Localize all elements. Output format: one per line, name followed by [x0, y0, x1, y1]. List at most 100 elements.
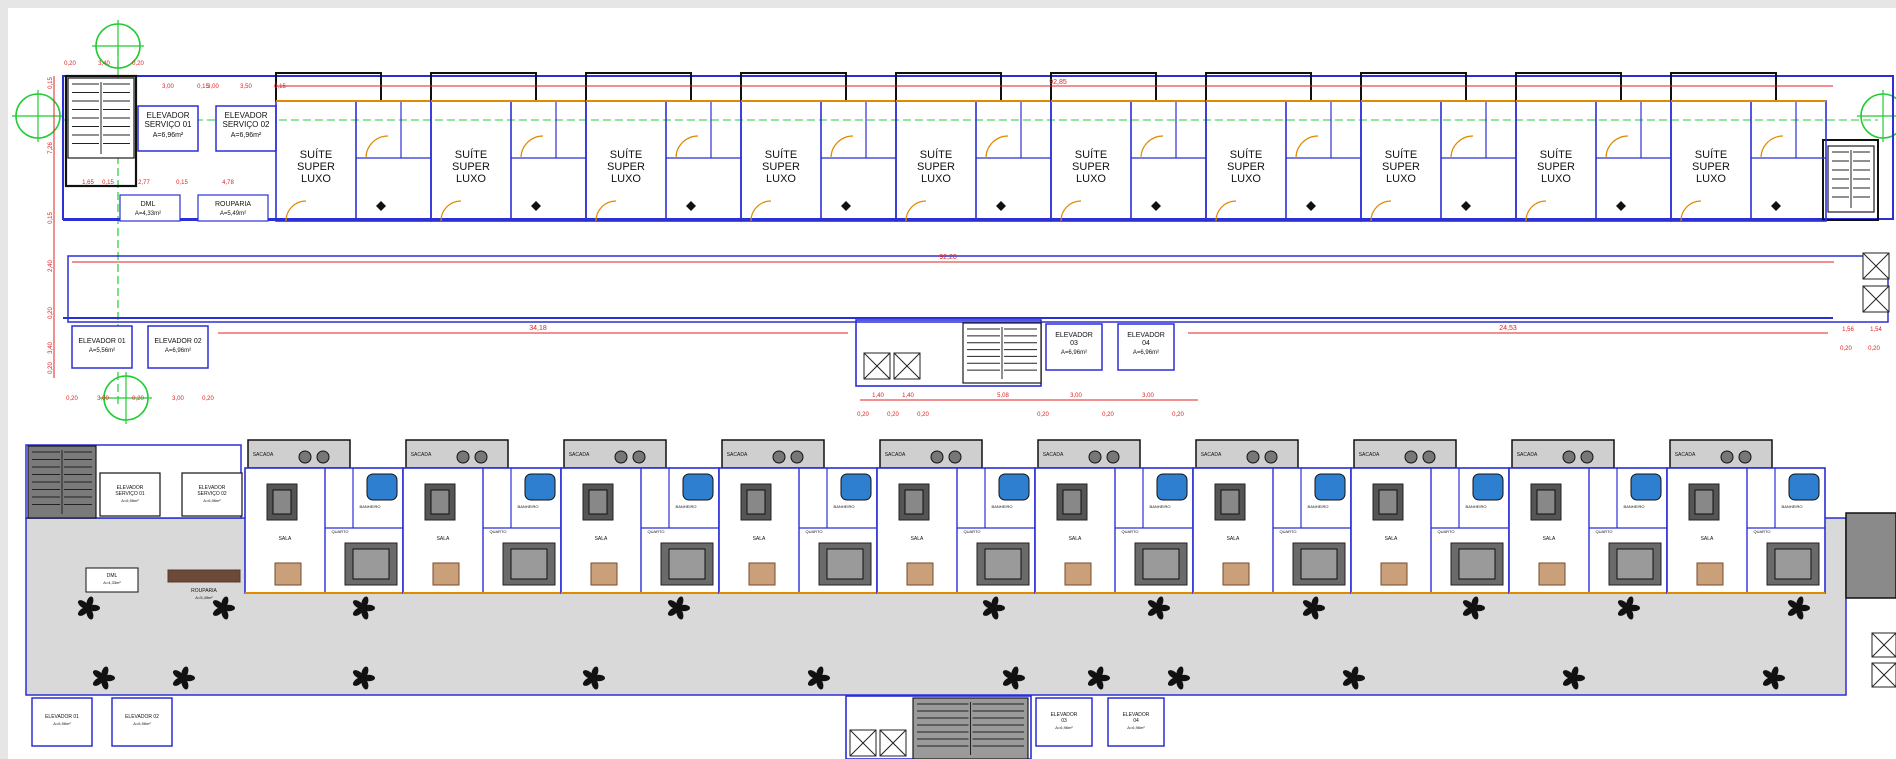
plant-leaf	[1796, 596, 1804, 609]
balcony-chair	[1580, 450, 1594, 464]
sofa-cushion	[904, 489, 924, 515]
balcony-label: SACADA	[569, 452, 590, 458]
dimension-bottom-center-row: 3,00	[1070, 393, 1082, 399]
elevator-bottom-center	[1045, 323, 1103, 371]
balcony-chair	[948, 450, 962, 464]
balcony-chair	[772, 450, 786, 464]
dimension-dml-row: 1,65	[82, 180, 94, 186]
balcony-chair	[1106, 450, 1120, 464]
plant-leaf	[352, 600, 364, 609]
shaft-center-2	[893, 352, 921, 380]
plant-leaf	[807, 677, 819, 686]
elevator-bottom-center-label: ELEVADOR	[1127, 332, 1165, 339]
balcony	[1195, 439, 1299, 469]
dimension-right-edge: 1,56	[1842, 327, 1854, 333]
rouparia-area: A=5,49m²	[220, 211, 246, 217]
dimension-left-vertical: 3,40	[48, 342, 54, 354]
elevator-lower-left-label: ELEVADOR 02	[125, 714, 159, 720]
sofa-cushion	[1694, 489, 1714, 515]
level-marker	[1306, 201, 1316, 211]
dimension-bottom-center-offset: 0,20	[887, 412, 899, 418]
dining-table	[432, 562, 460, 586]
bed-linen	[984, 548, 1022, 580]
living-label: SALA	[753, 536, 766, 542]
dimension-bottom-center-row: 3,00	[1142, 393, 1154, 399]
plant-leaf	[1002, 670, 1014, 679]
rouparia-lower-area: A=5,49m²	[195, 595, 213, 600]
bathtub	[840, 473, 872, 501]
plant-leaf	[221, 596, 229, 609]
corridor-plant	[352, 596, 375, 620]
sofa-cushion	[430, 489, 450, 515]
balcony-label: SACADA	[1517, 452, 1538, 458]
plant-leaf	[1462, 600, 1474, 609]
shaft-cross	[879, 729, 907, 757]
elevator-bottom-left-area: A=6,96m²	[165, 348, 191, 354]
service-elevator-lower-label: SERVIÇO 02	[197, 491, 227, 497]
stair-shaft-left	[64, 74, 138, 188]
plant-leaf	[982, 600, 994, 609]
dimension-corridor: 92,20	[939, 254, 957, 261]
axis-marker-c	[1857, 90, 1896, 142]
plant-leaf	[92, 677, 104, 686]
shaft-cross	[893, 352, 921, 380]
bathroom-label: BANHEIRO	[1150, 504, 1171, 509]
rouparia-room	[197, 194, 269, 222]
suite-label: LUXO	[1386, 173, 1416, 185]
plant-leaf	[1011, 677, 1019, 690]
axis-marker-b	[12, 90, 64, 142]
door-swing	[1680, 200, 1702, 222]
balcony-label: SACADA	[1043, 452, 1064, 458]
plant-leaf	[1787, 600, 1799, 609]
suite-label: SUPER	[1072, 161, 1110, 173]
dml-lower-area: A=4,33m²	[103, 580, 121, 585]
suite-label: SUPER	[297, 161, 335, 173]
suite-label: LUXO	[611, 173, 641, 185]
door-swing	[1450, 135, 1474, 159]
plant-leaf	[1176, 666, 1184, 679]
plant-leaf	[816, 666, 824, 679]
service-elevator-lower-area: A=6,96m²	[121, 498, 139, 503]
service-elevator	[137, 105, 199, 152]
axis-marker-d	[100, 372, 152, 424]
plant-leaf	[1462, 607, 1474, 616]
dimension-bottom-left-row: 3,00	[97, 396, 109, 402]
suite-label: SUPER	[762, 161, 800, 173]
shaft-right-2	[1862, 285, 1890, 313]
elevator-lower-center-label: 03	[1061, 718, 1067, 724]
dimension-overall-top: 92,85	[1049, 79, 1067, 86]
plant-leaf	[1351, 666, 1359, 679]
balcony-chair	[1264, 450, 1278, 464]
balcony-chair	[1246, 450, 1260, 464]
living-label: SALA	[1543, 536, 1556, 542]
shaft-cross	[1862, 285, 1890, 313]
plant-leaf	[1147, 607, 1159, 616]
suite-label: SUÍTE	[765, 148, 797, 161]
bathtub	[524, 473, 556, 501]
corridor-plant	[1002, 666, 1025, 690]
sofa-cushion	[1378, 489, 1398, 515]
plant-leaf	[1011, 666, 1019, 679]
plant-leaf	[1176, 677, 1184, 690]
plant-leaf	[582, 670, 594, 679]
balcony-label: SACADA	[253, 452, 274, 458]
bed-linen	[1774, 548, 1812, 580]
suite-label: LUXO	[921, 173, 951, 185]
stairs-right-lower	[1845, 512, 1896, 599]
plant-leaf	[816, 677, 824, 690]
dimension-bottom-center-row: 5,08	[997, 393, 1009, 399]
door-swing	[750, 200, 772, 222]
dimension-bottom-center-row: 1,40	[902, 393, 914, 399]
plant-leaf	[1562, 677, 1574, 686]
bathtub	[682, 473, 714, 501]
door-swing	[1525, 200, 1547, 222]
dimension-bottom-center-offset: 0,20	[1172, 412, 1184, 418]
suite-label: SUÍTE	[1540, 148, 1572, 161]
plant-leaf	[1311, 596, 1319, 609]
shaft-cross	[849, 729, 877, 757]
suite-label: SUPER	[1227, 161, 1265, 173]
